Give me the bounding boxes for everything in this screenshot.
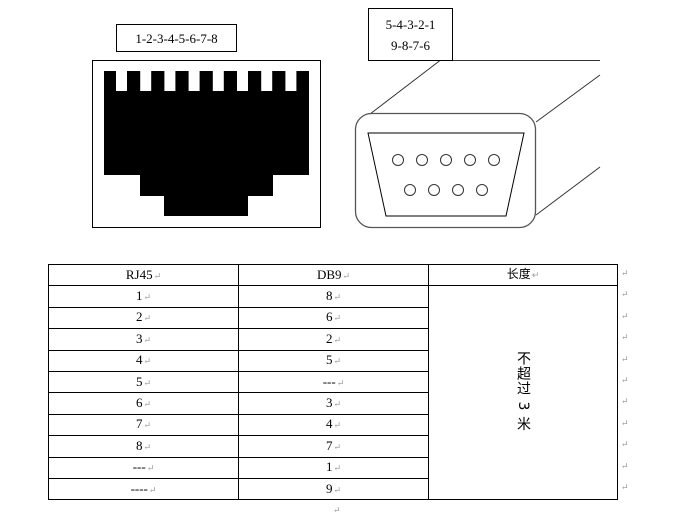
length-note: 不超过 3 米	[515, 350, 531, 432]
row-end-mark: ↵	[621, 417, 629, 428]
rj45-pin-slot	[212, 71, 224, 91]
connector-diagrams	[92, 60, 601, 229]
db9-pin-hole	[452, 184, 464, 196]
row-end-mark: ↵	[621, 353, 629, 364]
db9-pin-hole	[476, 184, 488, 196]
table-row: 63	[48, 392, 618, 415]
rj45-pin: 8	[136, 438, 151, 453]
db9-pin: ---	[323, 374, 345, 389]
db9-pin-label: 5-4-3-2-1 9-8-7-6	[368, 8, 453, 61]
row-end-mark: ↵	[621, 396, 629, 407]
db9-pin: 3	[326, 395, 341, 410]
db9-connector-drawing	[354, 60, 601, 229]
db9-pin-hole	[464, 154, 476, 166]
pinout-table: RJ45 DB9 长度 18不超过 3 米2632455---637487---…	[48, 263, 618, 501]
row-end-mark: ↵	[621, 268, 629, 278]
header-rj45: RJ45	[126, 267, 161, 282]
length-cell: 不超过 3 米	[428, 285, 618, 501]
db9-pin: 5	[326, 352, 341, 367]
db9-pin-hole	[440, 154, 452, 166]
db9-pin: 2	[326, 331, 341, 346]
db9-bottom-row-order: 9-8-7-6	[391, 38, 430, 53]
rj45-pin-slot	[285, 71, 297, 91]
db9-pin: 4	[326, 416, 341, 431]
db9-pin-hole	[428, 184, 440, 196]
row-end-mark: ↵	[621, 375, 629, 385]
row-end-mark: ↵	[621, 332, 629, 343]
rj45-pin-slot	[261, 71, 273, 91]
table-row: 74	[48, 413, 618, 437]
rj45-pin: 6	[136, 395, 151, 410]
row-end-mark: ↵	[621, 289, 629, 300]
rj45-pin-order: 1-2-3-4-5-6-7-8	[135, 31, 218, 46]
row-end-mark: ↵	[621, 310, 629, 321]
db9-pin: 6	[326, 309, 341, 324]
rj45-pin: 2	[136, 309, 151, 324]
row-end-mark: ↵	[621, 439, 629, 450]
paragraph-mark: ↵	[333, 505, 341, 515]
db9-pin: 9	[326, 481, 341, 496]
table-row: ---- 9	[48, 477, 618, 501]
rj45-pin: ---	[133, 459, 155, 474]
db9-pin: 8	[326, 288, 341, 303]
db9-top-row-order: 5-4-3-2-1	[385, 17, 436, 32]
rj45-pin-slot	[188, 71, 200, 91]
db9-pin-hole	[416, 154, 428, 166]
rj45-pin: 5	[136, 374, 151, 389]
header-length: 长度	[507, 267, 540, 281]
rj45-pin-slot	[164, 71, 176, 91]
db9-pin-hole	[404, 184, 416, 196]
rj45-connector-drawing	[92, 60, 321, 228]
db9-pin-hole	[392, 154, 404, 166]
rj45-pin: 4	[136, 352, 151, 367]
rj45-pin-slot	[140, 71, 152, 91]
row-end-mark: ↵	[621, 460, 629, 471]
db9-pin-hole	[488, 154, 500, 166]
rj45-pin-slot	[116, 71, 127, 91]
rj45-pin: 7	[136, 416, 151, 431]
db9-pin: 1	[326, 459, 341, 474]
rj45-pin-slot	[237, 71, 248, 91]
table-row: 32	[48, 328, 618, 351]
db9-pin: 7	[326, 438, 341, 453]
rj45-pin-label: 1-2-3-4-5-6-7-8	[116, 24, 237, 52]
table-row: 1 8 不超过 3 米	[48, 285, 618, 501]
table-row: 5 ---	[48, 370, 618, 394]
row-end-mark: ↵	[621, 482, 629, 492]
rj45-pin: 1	[136, 288, 151, 303]
table-header-row: RJ45 DB9 长度	[48, 263, 618, 287]
header-db9: DB9	[317, 267, 350, 282]
rj45-pin: 3	[136, 331, 151, 346]
rj45-pin: ----	[131, 481, 157, 496]
